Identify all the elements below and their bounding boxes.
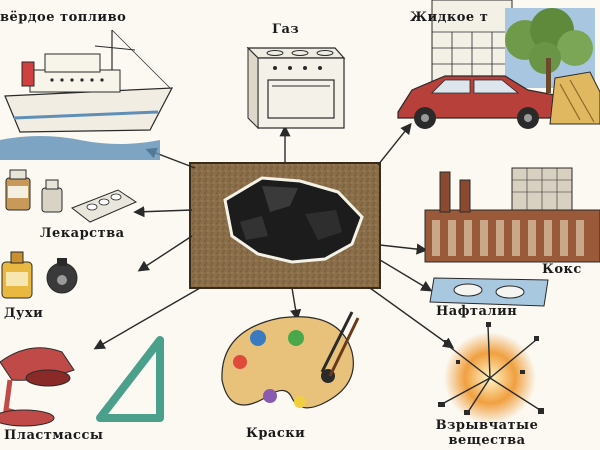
ship-icon [0, 29, 174, 160]
set-square-icon [96, 336, 164, 422]
label-explosives: Взрывчатые вещества [432, 418, 542, 448]
car-icon [397, 71, 600, 129]
pills-icon [70, 189, 138, 223]
explosion-icon [438, 322, 544, 424]
desk-lamp-icon [0, 347, 75, 427]
label-plastics: Пластмассы [4, 428, 104, 443]
label-perfume: Духи [4, 306, 44, 321]
perfume-bottle-icon [1, 251, 78, 299]
label-medicine: Лекарства [40, 226, 125, 241]
paint-palette-icon [221, 311, 360, 409]
gas-stove-icon [246, 46, 346, 130]
factory-icon [424, 167, 600, 263]
label-naphthalene: Нафталин [436, 304, 518, 319]
medicine-bottles-icon [5, 169, 63, 213]
tree-icon [505, 8, 595, 93]
label-solid-fuel: вёрдое топливо [0, 10, 127, 25]
label-coke: Кокс [542, 262, 582, 277]
label-paints: Краски [246, 426, 306, 441]
coal-lump [223, 176, 364, 264]
center-coal-panel [189, 162, 381, 289]
label-liquid-fuel: Жидкое т [410, 10, 489, 25]
building-icon [431, 0, 513, 83]
naphthalene-tablet-icon [429, 277, 549, 307]
label-gas: Газ [272, 22, 300, 37]
label-explosives-line2: вещества [448, 433, 526, 448]
label-explosives-line1: Взрывчатые [435, 418, 539, 433]
arrows [93, 122, 455, 350]
